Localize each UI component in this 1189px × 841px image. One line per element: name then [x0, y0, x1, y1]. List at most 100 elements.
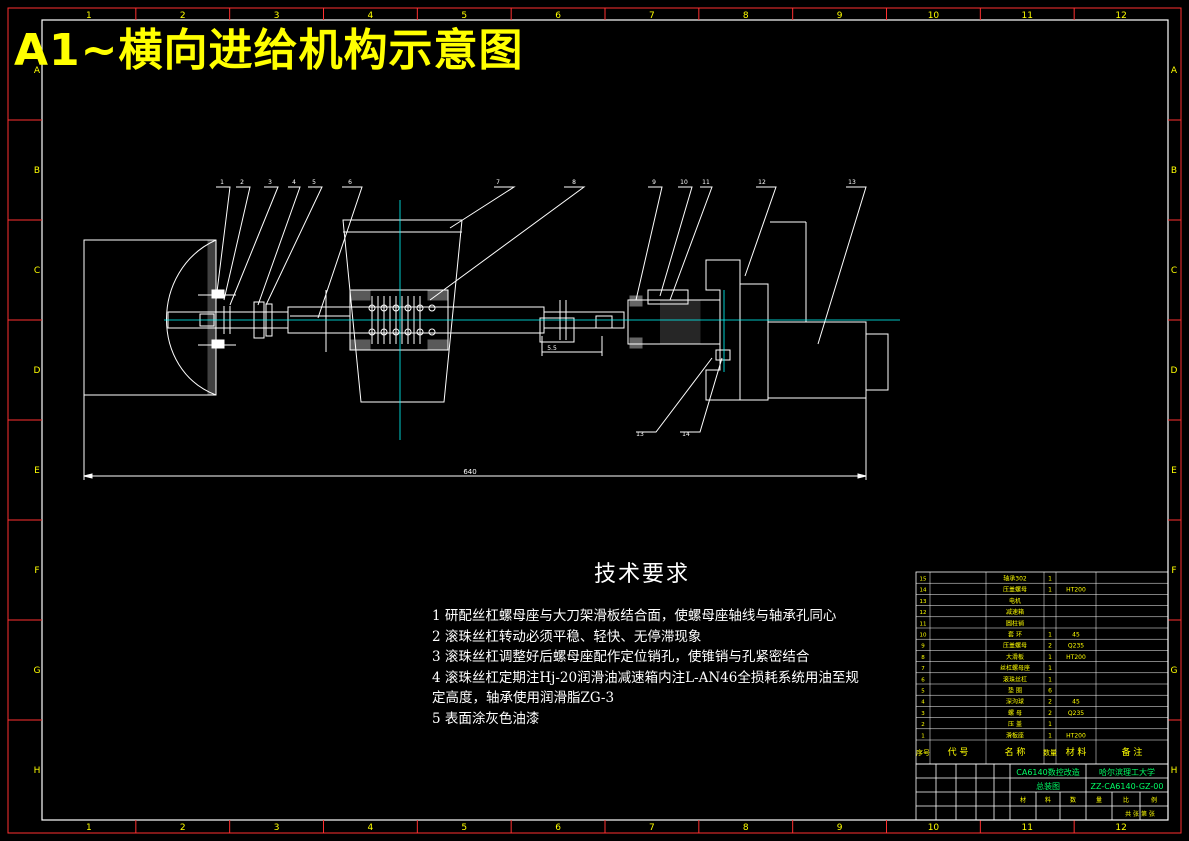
zone-col-bottom: 9 — [837, 823, 843, 833]
zone-col-top: 12 — [1115, 11, 1126, 21]
zone-row-left: B — [34, 166, 40, 176]
zone-col-top: 10 — [928, 11, 940, 21]
part-label: 13 — [848, 179, 856, 186]
zone-col-bottom: 11 — [1022, 823, 1033, 833]
zone-col-top: 4 — [368, 11, 374, 21]
part-label: 9 — [652, 179, 656, 186]
bom-cell-qty: 1 — [1048, 632, 1052, 639]
bom-header-cell: 代 号 — [948, 747, 969, 758]
bom-cell-qty: 6 — [1048, 688, 1052, 695]
drawing-title: A1~横向进给机构示意图 — [14, 25, 524, 76]
part-label: 10 — [680, 179, 688, 186]
zone-col-bottom: 4 — [368, 823, 374, 833]
bom-cell-name: 压盖螺母 — [1003, 586, 1027, 594]
zone-col-bottom: 1 — [86, 823, 92, 833]
title-block-label: 比 — [1123, 796, 1129, 804]
tech-item: 1 研配丝杠螺母座与大刀架滑板结合面，使螺母座轴线与轴承孔同心 — [432, 608, 837, 624]
drawing-name-line2: 总装图 — [1036, 781, 1060, 791]
tech-item: 4 滚珠丝杠定期注Hj-20润滑油减速箱内注L-AN46全损耗系统用油至规定高度… — [432, 669, 859, 707]
title-block-label: 数 — [1070, 796, 1076, 804]
tech-item: 5 表面涂灰色油漆 — [432, 710, 540, 727]
zone-col-bottom: 2 — [180, 823, 186, 833]
bom-cell-qty: 2 — [1048, 643, 1052, 650]
bom-cell-name: 轴承302 — [1003, 575, 1027, 583]
bom-cell-material: HT200 — [1066, 732, 1086, 739]
zone-col-bottom: 6 — [555, 823, 561, 833]
bom-cell-name: 大滑板 — [1006, 653, 1024, 661]
bom-cell-name: 压 盖 — [1008, 720, 1022, 728]
bom-cell-no: 15 — [920, 577, 927, 583]
zone-col-top: 2 — [180, 11, 186, 21]
zone-col-top: 6 — [555, 11, 561, 21]
bom-cell-no: 5 — [921, 689, 925, 695]
bom-cell-name: 圆柱销 — [1006, 619, 1024, 627]
bom-cell-qty: 1 — [1048, 654, 1052, 661]
zone-col-bottom: 5 — [461, 823, 467, 833]
zone-col-top: 11 — [1022, 11, 1033, 21]
leader-lines — [215, 186, 867, 433]
bom-cell-name: 螺 母 — [1008, 709, 1022, 717]
zone-row-left: C — [34, 266, 40, 276]
zone-row-right: D — [1171, 366, 1178, 376]
motor-cap — [865, 333, 889, 391]
title-block-labels: 材料数量比例 — [1020, 796, 1157, 804]
part-label: 8 — [572, 179, 576, 186]
bom-cell-no: 3 — [921, 711, 925, 717]
part-label: 13 — [636, 431, 644, 438]
bom-cell-name: 丝杠螺母座 — [1000, 664, 1030, 672]
zone-col-bottom: 8 — [743, 823, 749, 833]
zone-col-top: 7 — [649, 11, 655, 21]
zone-row-right: C — [1171, 266, 1177, 276]
bom-cell-no: 9 — [921, 644, 925, 650]
bom-cell-no: 8 — [921, 655, 925, 661]
part-label: 1 — [220, 179, 224, 186]
part-label: 11 — [702, 179, 710, 186]
zone-row-right: E — [1171, 466, 1177, 476]
bom-cell-material: 45 — [1072, 699, 1080, 706]
zone-col-bottom: 7 — [649, 823, 655, 833]
zone-row-left: H — [34, 766, 41, 776]
part-label: 3 — [268, 179, 272, 186]
zone-row-right: F — [1171, 566, 1176, 576]
bom-header-cell: 名 称 — [1005, 746, 1026, 758]
bom-cell-qty: 1 — [1048, 676, 1052, 683]
zone-row-left: F — [34, 566, 39, 576]
bom-cell-no: 7 — [921, 666, 925, 672]
dim-640-label: 640 — [463, 468, 476, 476]
bom-cell-no: 6 — [921, 677, 925, 683]
bom-cell-name: 滚珠丝杠 — [1003, 675, 1027, 683]
tech-requirements-list: 1 研配丝杠螺母座与大刀架滑板结合面，使螺母座轴线与轴承孔同心 2 滚珠丝杠转动… — [432, 606, 862, 729]
zone-row-left: D — [34, 366, 41, 376]
title-block-label: 例 — [1151, 796, 1157, 804]
part-label: 2 — [240, 179, 244, 186]
bom-cell-name: 电机 — [1009, 597, 1021, 605]
zone-row-right: G — [1171, 666, 1178, 676]
bom-cell-qty: 1 — [1048, 576, 1052, 583]
tech-item: 2 滚珠丝杠转动必须平稳、轻快、无停滞现象 — [432, 628, 702, 645]
part-label: 7 — [496, 179, 500, 186]
saddle-block — [342, 219, 463, 403]
bom-cell-no: 1 — [921, 733, 925, 739]
bom-cell-name: 减速箱 — [1006, 608, 1024, 616]
part-label: 4 — [292, 179, 296, 186]
dim-small-label: 5.5 — [547, 345, 557, 352]
bom-cell-name: 滑板座 — [1006, 731, 1024, 739]
bom-cell-qty: 2 — [1048, 710, 1052, 717]
bom-cell-no: 13 — [920, 599, 927, 605]
zone-col-top: 5 — [461, 11, 467, 21]
bom-cell-qty: 1 — [1048, 587, 1052, 594]
sheet-count: 共 张 第 张 — [1125, 810, 1155, 818]
bom-cell-material: 45 — [1072, 632, 1080, 639]
assembly-view — [83, 186, 889, 480]
bom-header-cell: 序号 — [916, 748, 930, 757]
part-label: 14 — [682, 431, 690, 438]
bom-cell-name: 深沟球 — [1006, 698, 1024, 706]
zone-col-top: 9 — [837, 11, 843, 21]
zone-row-left: G — [34, 666, 41, 676]
school-name: 哈尔滨理工大学 — [1099, 767, 1155, 777]
bom-cell-name: 压盖螺母 — [1003, 642, 1027, 650]
bom-cell-no: 2 — [921, 722, 925, 728]
